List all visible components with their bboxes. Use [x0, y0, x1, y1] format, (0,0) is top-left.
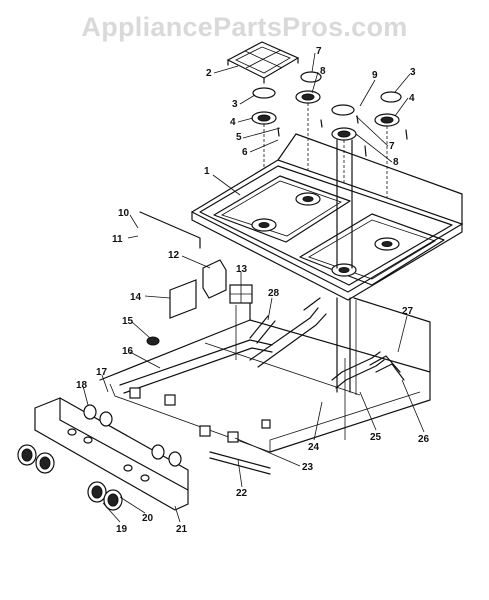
knob-bezels[interactable] — [83, 404, 182, 467]
burner-valves[interactable] — [129, 387, 271, 443]
leader-lines — [82, 52, 425, 523]
callout-6: 6 — [242, 147, 248, 158]
callout-7: 7 — [389, 141, 395, 152]
callout-3: 3 — [232, 99, 238, 110]
callout-13: 13 — [236, 264, 248, 275]
callout-15: 15 — [122, 316, 134, 327]
burner-head-left[interactable] — [251, 111, 277, 125]
mounting-bracket[interactable] — [169, 279, 197, 319]
callout-23: 23 — [302, 462, 314, 473]
callout-14: 14 — [130, 292, 142, 303]
venturi-tube-right[interactable] — [331, 297, 385, 393]
gas-manifold[interactable] — [119, 315, 276, 394]
burner-head-rear-center[interactable] — [295, 90, 321, 104]
cooktop-main-top[interactable] — [190, 133, 464, 301]
callout-16: 16 — [122, 346, 134, 357]
callout-20: 20 — [142, 513, 154, 524]
callout-2: 2 — [206, 68, 212, 79]
burner-cap-front-right[interactable] — [331, 104, 355, 116]
callout-24: 24 — [308, 442, 320, 453]
callout-7: 7 — [316, 46, 322, 57]
callout-17: 17 — [96, 367, 108, 378]
burner-cap-left[interactable] — [252, 87, 276, 99]
screws-top — [277, 115, 408, 157]
venturi-tube-rear[interactable] — [369, 355, 405, 381]
callout-10: 10 — [118, 208, 130, 219]
regulator-valve[interactable] — [229, 284, 253, 304]
callout-22: 22 — [236, 488, 248, 499]
chassis-frame — [99, 297, 431, 453]
ignition-module[interactable] — [202, 259, 227, 299]
callout-8: 8 — [393, 157, 399, 168]
callout-26: 26 — [418, 434, 430, 445]
callout-4: 4 — [230, 117, 236, 128]
callout-18: 18 — [76, 380, 88, 391]
callout-12: 12 — [168, 250, 180, 261]
callout-21: 21 — [176, 524, 188, 535]
callout-5: 5 — [236, 132, 242, 143]
burner-cap-rear-center[interactable] — [300, 71, 322, 83]
control-knobs[interactable] — [17, 444, 123, 511]
venturi-tube-left[interactable] — [249, 297, 327, 368]
callout-27: 27 — [402, 306, 414, 317]
callout-11: 11 — [112, 234, 123, 245]
side-bracket — [139, 211, 201, 249]
burner-head-front-right[interactable] — [331, 127, 357, 141]
knob-insert[interactable] — [146, 336, 160, 346]
callout-3: 3 — [410, 67, 416, 78]
callout-19: 19 — [116, 524, 128, 535]
burner-grate[interactable] — [226, 41, 300, 84]
callout-9: 9 — [372, 70, 378, 81]
callout-labels: 1 2 3 3 4 4 5 6 7 7 8 8 9 10 11 12 13 14… — [76, 46, 430, 535]
burner-cap-rear-right[interactable] — [380, 91, 402, 103]
callout-28: 28 — [268, 288, 280, 299]
callout-25: 25 — [370, 432, 382, 443]
burner-support-bracket[interactable] — [209, 451, 271, 475]
control-panel[interactable] — [34, 397, 189, 511]
callout-4: 4 — [409, 93, 415, 104]
watermark: AppliancePartsPros.com — [81, 12, 408, 42]
callout-8: 8 — [320, 66, 326, 77]
callout-1: 1 — [204, 166, 210, 177]
